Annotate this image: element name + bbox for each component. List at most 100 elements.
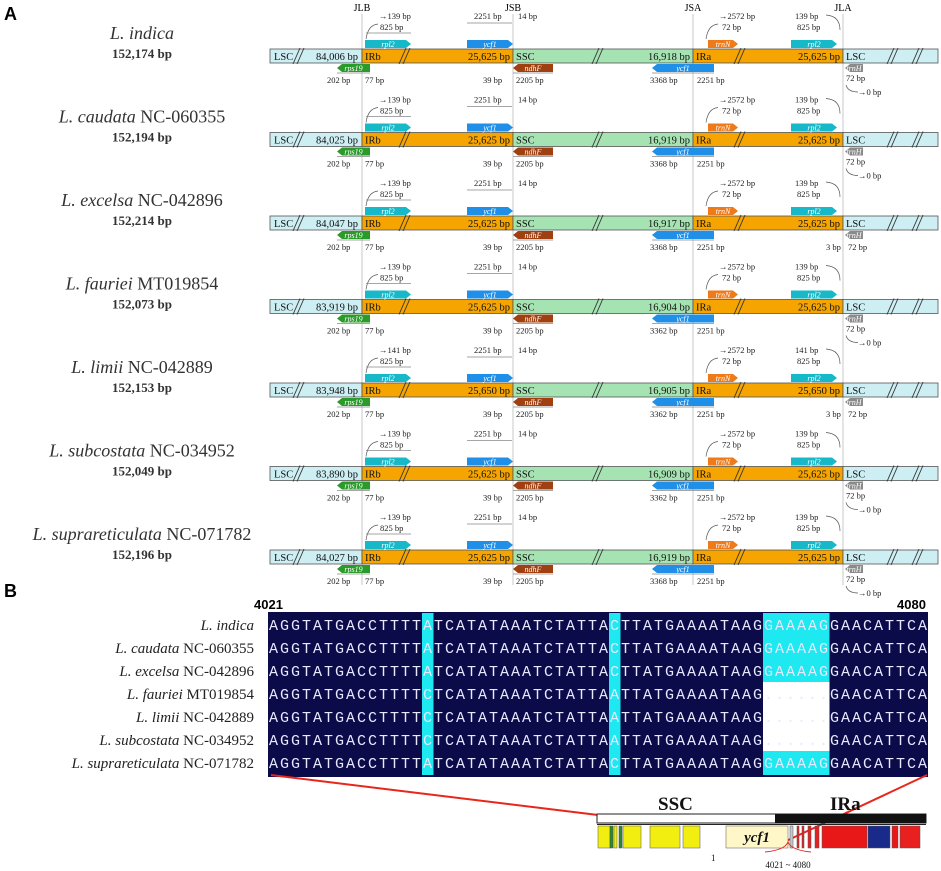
species-binomial: L. suprareticulata (32, 524, 162, 544)
break-mark (733, 47, 742, 65)
break-mark (890, 298, 899, 315)
irb-length: 25,625 bp (468, 553, 510, 564)
ycf1b-right: 2251 bp (697, 75, 725, 85)
sequence-accession: MT019854 (183, 687, 255, 703)
break-mark (591, 214, 600, 232)
junction-jsb: JSB (505, 3, 521, 14)
trnH-bracket (845, 502, 859, 510)
lsc-length: 83,890 bp (316, 470, 358, 481)
break-mark (890, 131, 899, 148)
trnN-arrow-label: trnN (716, 291, 731, 300)
rps19-right: 77 bp (365, 75, 384, 85)
lsc-length: 84,006 bp (316, 52, 358, 63)
ndhF-arrow-label: ndhF (525, 148, 542, 157)
rpl2b-bracket (825, 14, 841, 31)
rps19-right: 77 bp (365, 159, 384, 169)
break-mark (737, 131, 746, 148)
lsc-label: LSC (846, 52, 865, 63)
range-bracket (764, 840, 812, 853)
rpl2b-length: 825 bp (797, 189, 820, 199)
ycf1b-left: 3362 bp (650, 409, 678, 419)
rps19-arrow (337, 565, 370, 573)
rpl2-upstream: →139 bp (379, 178, 411, 188)
ira-length: 25,625 bp (798, 470, 840, 481)
rpl2-arrow (365, 40, 411, 48)
break-mark (402, 548, 411, 566)
ycf1b-left: 3362 bp (650, 493, 678, 503)
sequence-accession: NC-034952 (179, 733, 254, 749)
rpl2-arrow-label: rpl2 (381, 40, 394, 49)
ndhF-arrow (513, 314, 553, 323)
ssc-map-label: SSC (658, 794, 693, 815)
trnN-upstream: →2572 bp (719, 429, 755, 439)
break-mark (591, 131, 600, 148)
gene-block (618, 825, 623, 849)
lsc-label: LSC (846, 470, 865, 481)
rps19-arrow (337, 147, 370, 156)
lsc-length: 84,027 bp (316, 553, 358, 564)
rpl2-upstream: →139 bp (379, 11, 411, 21)
lsc-label: LSC (274, 136, 293, 147)
ira-label: IRa (696, 219, 712, 230)
trnH-arrow-label: trnH (846, 148, 862, 157)
ycf1b-arrow-label: ycf1 (675, 398, 689, 407)
rps19-arrow (337, 64, 370, 72)
ira-label: IRa (696, 303, 712, 314)
trnH-arrow (845, 64, 863, 72)
sequence-label: L. caudata NC-060355 (114, 641, 254, 657)
break-mark (296, 465, 305, 482)
sequence-label: L. indica (200, 618, 254, 634)
break-mark (296, 47, 305, 65)
trnH-arrow-label: trnH (846, 482, 862, 491)
sequence-species: L. suprareticulata (71, 756, 180, 772)
gap-cell (785, 705, 797, 729)
ndhF-right: 2205 bp (516, 75, 544, 85)
trnH-length: 72 bp (846, 491, 865, 501)
irb-length: 25,625 bp (468, 219, 510, 230)
break-mark (292, 548, 301, 566)
irb-length: 25,625 bp (468, 303, 510, 314)
lsc-label: LSC (274, 52, 293, 63)
trnH-length: 72 bp (846, 324, 865, 334)
lsc-label: LSC (274, 553, 293, 564)
ycf1-length: 2251 bp (474, 11, 502, 21)
break-mark (292, 298, 301, 315)
trnN-upstream: →2572 bp (719, 345, 755, 355)
rpl2-arrow (365, 290, 411, 299)
break-mark (733, 214, 742, 232)
break-mark (296, 548, 305, 566)
rpl2-arrow-label: rpl2 (807, 40, 820, 49)
variable-cell (774, 613, 786, 637)
trnH-distance: →0 bp (858, 87, 881, 97)
ycf1b-left: 3368 bp (650, 242, 678, 252)
variable-cell (818, 751, 830, 775)
variable-cell (785, 613, 797, 637)
trnN-arrow (708, 457, 738, 466)
trnN-bracket (705, 524, 719, 541)
ycf1b-arrow-label: ycf1 (675, 565, 689, 574)
trnH-distance: →0 bp (858, 505, 881, 515)
variable-cell (796, 659, 808, 683)
sequence-accession: NC-060355 (179, 641, 254, 657)
ycf1b-arrow-label: ycf1 (675, 315, 689, 324)
rpl2-arrow (365, 207, 411, 215)
rpl2-arrow (791, 290, 837, 299)
lsc-length: 84,047 bp (316, 219, 358, 230)
break-mark (595, 381, 604, 399)
ndhF-left: 39 bp (483, 326, 502, 336)
ycf1b-arrow (652, 64, 714, 72)
break-mark (398, 47, 407, 65)
break-mark (296, 381, 305, 399)
break-mark (911, 465, 920, 482)
junction-jlb: JLB (354, 3, 371, 14)
gap-cell (763, 728, 775, 752)
ssc-label: SSC (516, 136, 535, 147)
species-accession: NC-034952 (145, 441, 235, 461)
break-mark (886, 548, 895, 566)
variable-cell (422, 728, 434, 752)
break-mark (915, 548, 924, 566)
break-mark (737, 214, 746, 232)
